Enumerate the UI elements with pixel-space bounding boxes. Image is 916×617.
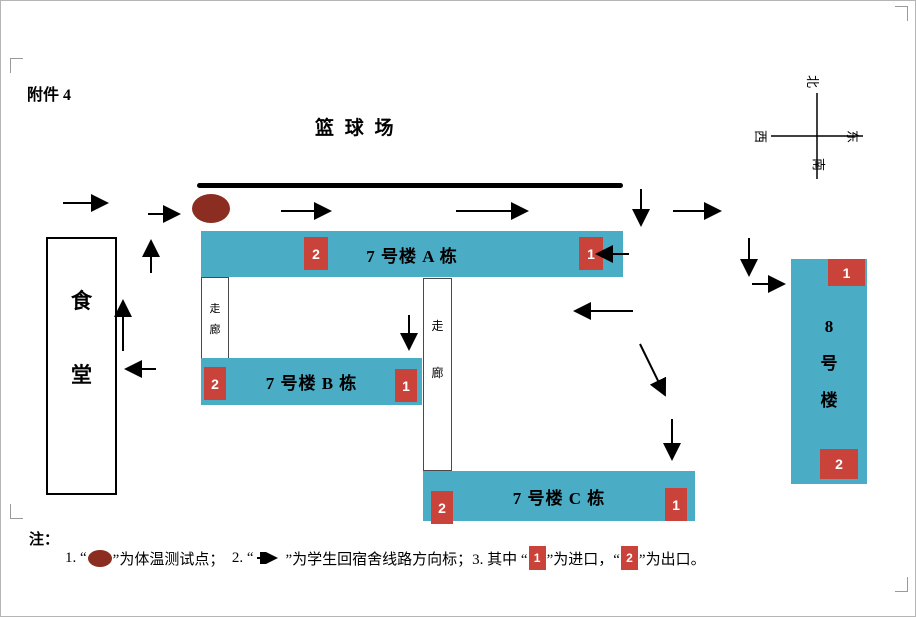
note-segment: 2. “ xyxy=(231,549,254,566)
crop-mark xyxy=(895,577,908,592)
test-point-legend-icon xyxy=(87,549,112,567)
cafeteria-building: 食 堂 xyxy=(46,237,117,495)
building-7c-label: 7 号楼 C 栋 xyxy=(512,488,606,508)
building-7a-exit-badge: 2 xyxy=(304,237,328,270)
compass-south-label: 南 xyxy=(811,157,827,172)
corridor-middle: 走 廊 xyxy=(423,278,452,471)
building-8-label-char: 楼 xyxy=(820,391,838,410)
corridor-left: 走 廊 xyxy=(201,277,229,359)
cafeteria-label-char: 食 xyxy=(71,289,92,313)
building-8: 1 8 号 楼 2 xyxy=(791,259,867,484)
note-segment: ”为出口。 xyxy=(638,551,706,568)
building-8-entrance-badge: 1 xyxy=(828,259,865,286)
cafeteria-label-char: 堂 xyxy=(71,363,92,387)
temperature-test-point xyxy=(192,194,230,223)
building-7a-entrance-badge: 1 xyxy=(579,237,603,270)
page-title: 篮 球 场 xyxy=(315,118,397,139)
route-arrow-diagonal-to-c xyxy=(639,343,667,397)
entrance-legend-badge: 1 xyxy=(528,546,546,570)
attachment-label: 附件 4 xyxy=(27,87,72,104)
notes-line: 1. “ ”为体温测试点； 2. “ ”为学生回宿舍线路方向标；3. 其中 “ … xyxy=(65,546,911,570)
compass-north-label: 北 xyxy=(805,74,821,89)
corridor-label-char: 廊 xyxy=(431,366,444,380)
building-7a-label: 7 号楼 A 栋 xyxy=(366,246,458,266)
note-segment: ”为体温测试点； xyxy=(112,551,232,568)
notes-heading: 注： xyxy=(29,532,60,548)
crop-mark xyxy=(10,504,23,519)
exit-legend-badge: 2 xyxy=(620,546,638,570)
building-7b-entrance-badge: 1 xyxy=(395,369,417,402)
crop-mark xyxy=(10,58,23,73)
note-segment: ”为学生回宿舍线路方向标；3. 其中 “ xyxy=(285,551,528,568)
note-segment: 1. “ xyxy=(65,549,87,566)
basketball-court-line xyxy=(197,183,623,188)
building-7b-label: 7 号楼 B 栋 xyxy=(265,374,358,393)
building-7b: 2 7 号楼 B 栋 1 xyxy=(201,358,422,405)
building-7a: 2 7 号楼 A 栋 1 xyxy=(201,231,623,277)
building-8-label-char: 号 xyxy=(820,354,838,373)
building-7c: 2 7 号楼 C 栋 1 xyxy=(423,471,695,524)
building-8-label-char: 8 xyxy=(824,317,834,336)
crop-mark xyxy=(895,6,908,21)
compass: 北 南 西 东 xyxy=(749,67,877,182)
corridor-label-char: 走 xyxy=(209,302,221,315)
building-7b-exit-badge: 2 xyxy=(204,367,226,400)
compass-cross xyxy=(771,93,863,179)
compass-east-label: 东 xyxy=(845,129,861,144)
building-8-exit-badge: 2 xyxy=(820,449,858,479)
compass-west-label: 西 xyxy=(753,129,769,144)
route-arrow-legend-icon xyxy=(256,552,278,564)
note-segment: ”为进口，“ xyxy=(546,551,620,568)
corridor-label-char: 走 xyxy=(431,319,444,333)
corridor-label-char: 廊 xyxy=(209,323,221,336)
building-7c-entrance-badge: 1 xyxy=(665,488,687,521)
building-7c-exit-badge: 2 xyxy=(431,491,453,524)
